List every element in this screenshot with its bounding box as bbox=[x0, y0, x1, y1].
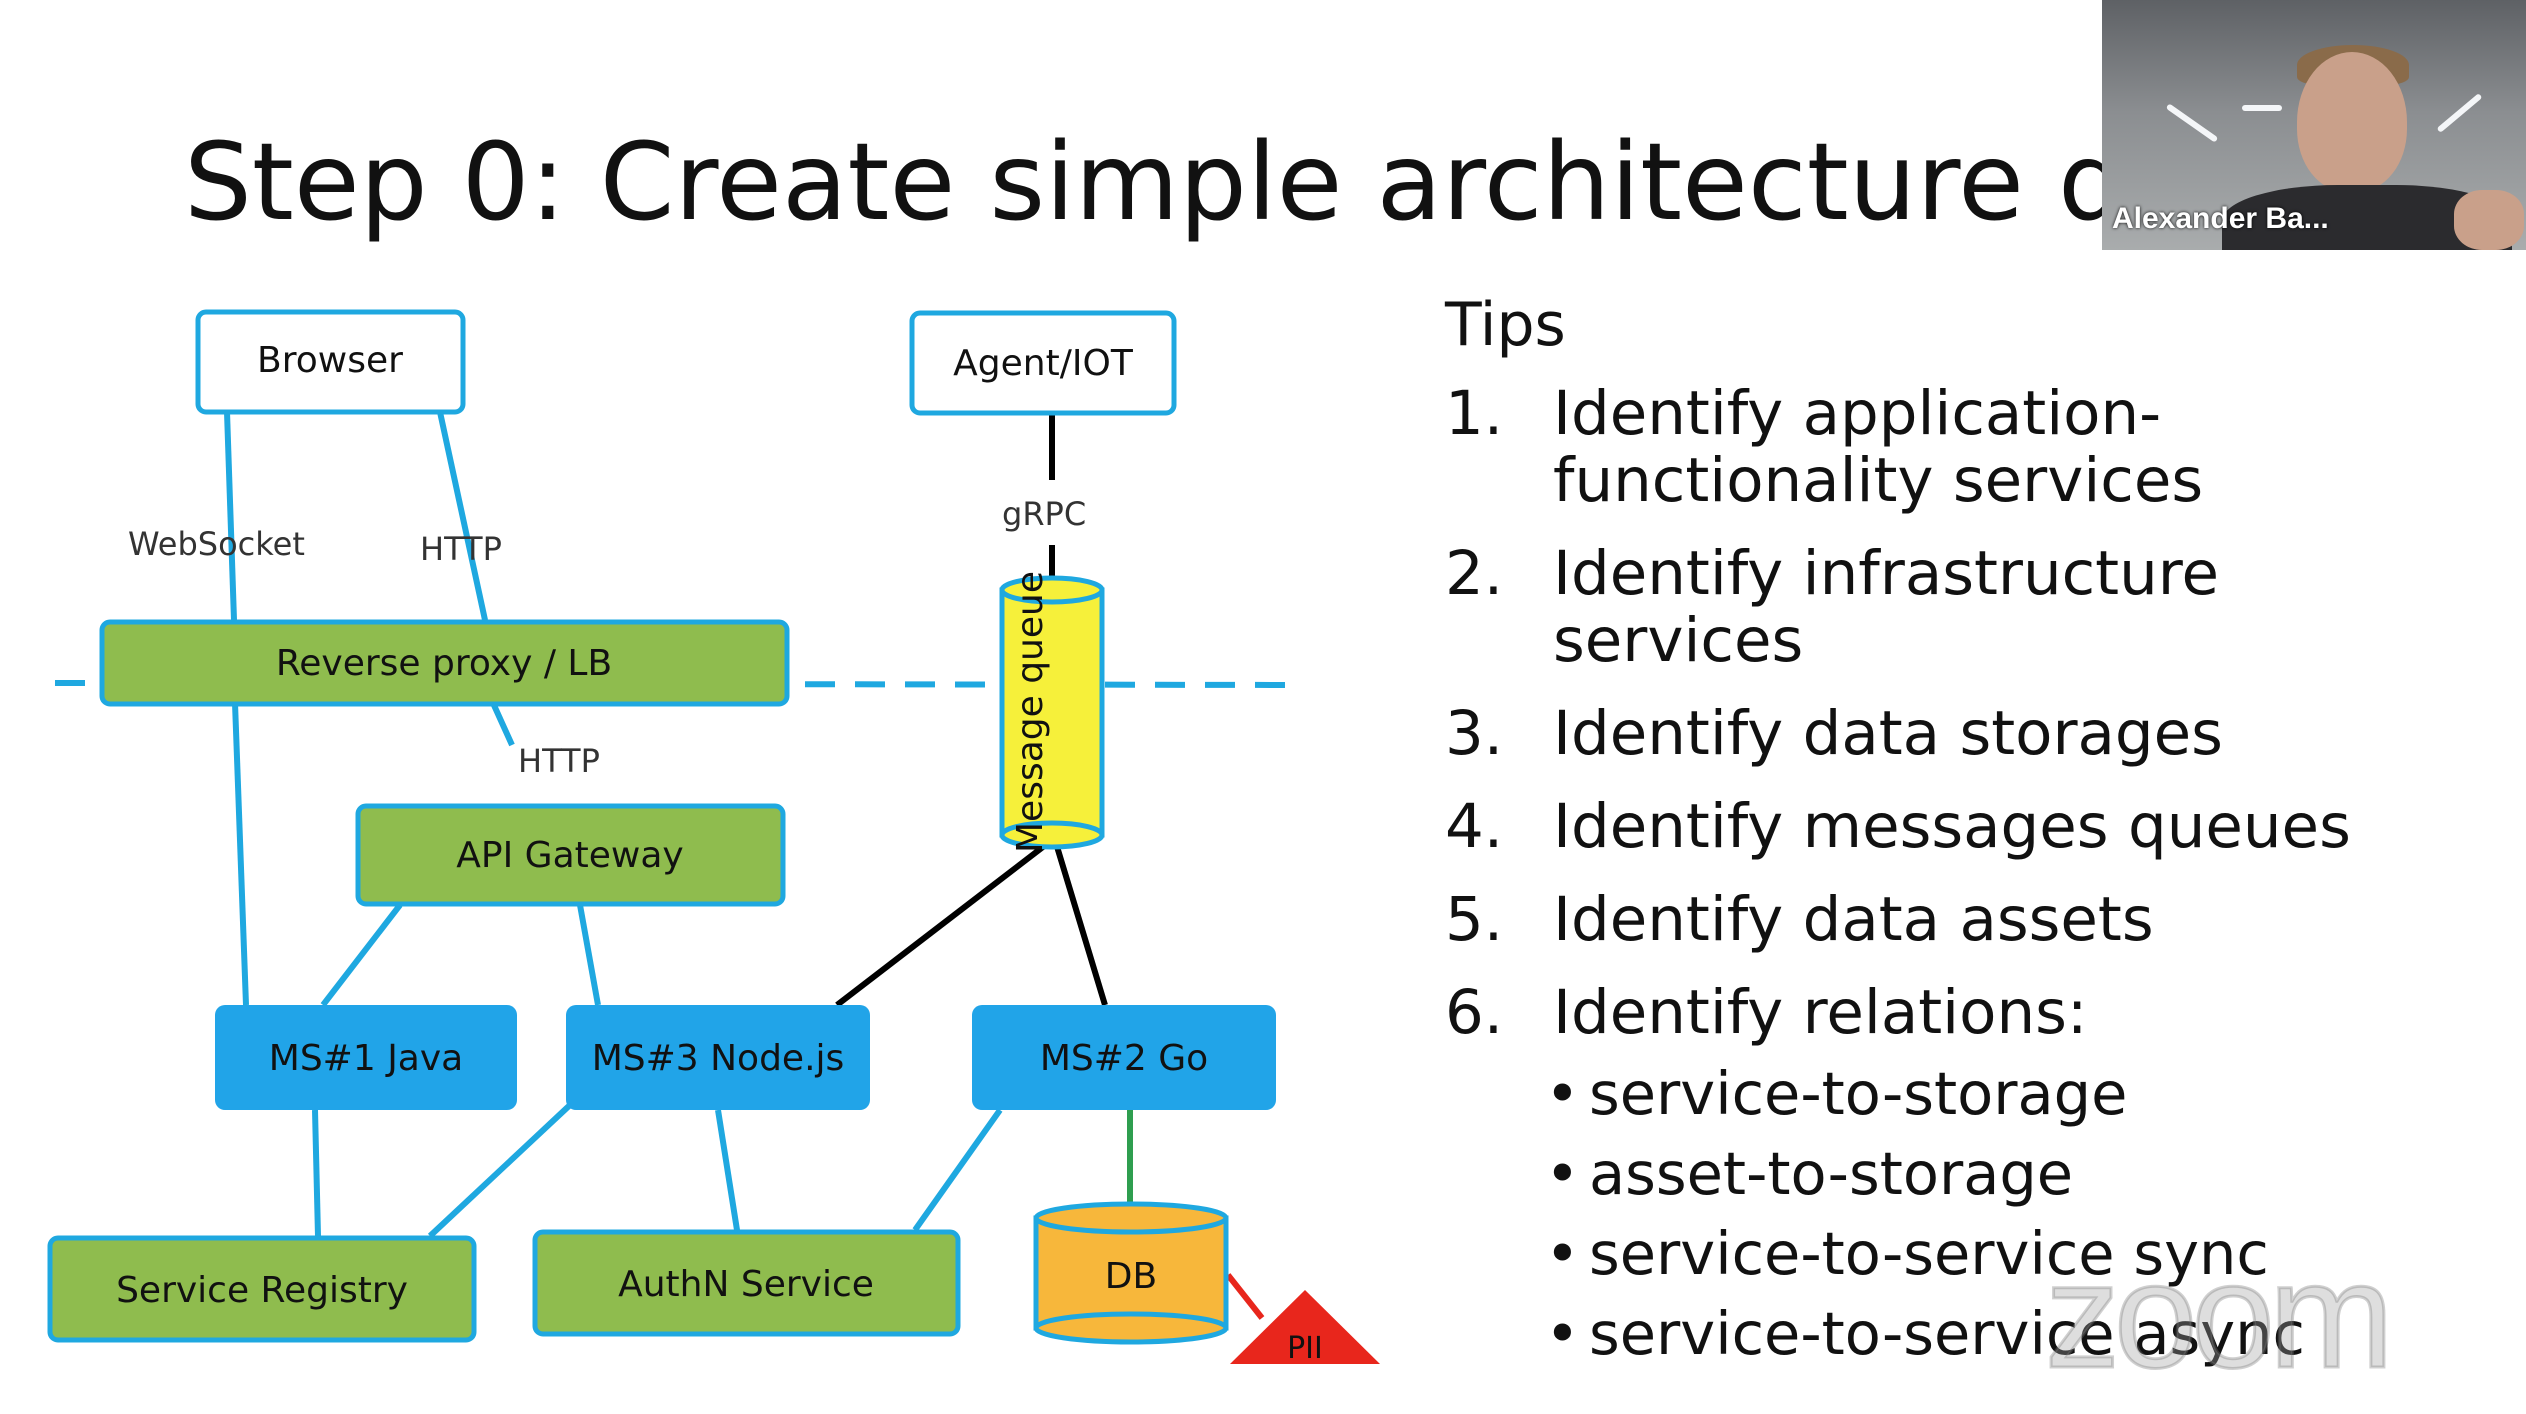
svg-text:MS#1 Java: MS#1 Java bbox=[269, 1038, 463, 1079]
tip-subitem-text: asset-to-storage bbox=[1589, 1139, 2074, 1208]
async-connections bbox=[835, 413, 1108, 1008]
api-gateway-node: API Gateway bbox=[355, 803, 786, 907]
websocket-label: WebSocket bbox=[128, 525, 305, 563]
tip-text: Identify infrastructure services bbox=[1553, 538, 2220, 676]
ceiling-light bbox=[2165, 103, 2219, 143]
zoom-watermark-logo: zoom bbox=[2044, 1231, 2396, 1399]
ms1-java-node: MS#1 Java bbox=[215, 1005, 517, 1110]
tips-heading: Tips bbox=[1445, 290, 1566, 360]
tip-subitem-text: service-to-storage bbox=[1589, 1059, 2128, 1128]
http-top-label: HTTP bbox=[420, 530, 502, 568]
svg-text:API Gateway: API Gateway bbox=[456, 835, 683, 876]
tip-text: Identify data storages bbox=[1553, 698, 2223, 769]
grpc-label: gRPC bbox=[1002, 495, 1086, 533]
tip-number: 6. bbox=[1445, 977, 1504, 1048]
tip-number: 2. bbox=[1445, 538, 1504, 609]
tip-number: 1. bbox=[1445, 378, 1504, 449]
db-node: DB bbox=[1033, 1201, 1229, 1345]
tip-text: Identify messages queues bbox=[1553, 791, 2351, 862]
ceiling-light bbox=[2242, 105, 2282, 111]
tip-number: 4. bbox=[1445, 791, 1504, 862]
tip-subitem: • service-to-service sync bbox=[1445, 1214, 2475, 1294]
svg-text:DB: DB bbox=[1105, 1256, 1157, 1297]
agent-iot-node: Agent/IOT bbox=[909, 310, 1177, 416]
ceiling-light bbox=[2436, 93, 2483, 133]
tips-list: 1. Identify application-functionality se… bbox=[1445, 380, 2475, 1374]
tip-number: 3. bbox=[1445, 698, 1504, 769]
participant-hand bbox=[2454, 190, 2524, 250]
tip-subitem-text: service-to-service async bbox=[1589, 1299, 2305, 1368]
authn-service-node: AuthN Service bbox=[532, 1229, 961, 1337]
svg-text:Reverse proxy / LB: Reverse proxy / LB bbox=[276, 643, 612, 684]
tip-number: 5. bbox=[1445, 884, 1504, 955]
tip-subitem: • asset-to-storage bbox=[1445, 1134, 2475, 1214]
svg-text:MS#2 Go: MS#2 Go bbox=[1040, 1038, 1208, 1079]
tip-item: 1. Identify application-functionality se… bbox=[1445, 380, 2475, 514]
tip-text: Identify data assets bbox=[1553, 884, 2154, 955]
participant-name: Alexander Ba... bbox=[2112, 202, 2329, 235]
tip-text: Identify relations: bbox=[1553, 977, 2088, 1048]
svg-text:Browser: Browser bbox=[257, 340, 403, 381]
browser-node: Browser bbox=[195, 309, 466, 415]
sync-connections bbox=[224, 411, 1003, 1239]
tip-subitem-text: service-to-service sync bbox=[1589, 1219, 2269, 1288]
service-registry-node: Service Registry bbox=[47, 1235, 477, 1343]
tip-item: 3. Identify data storages bbox=[1445, 700, 2475, 767]
pii-asset-node: PII bbox=[1230, 1290, 1380, 1366]
tip-text: Identify application-functionality servi… bbox=[1553, 378, 2204, 516]
svg-text:MS#3 Node.js: MS#3 Node.js bbox=[592, 1038, 845, 1079]
http-mid-label: HTTP bbox=[518, 742, 600, 780]
slide-title: Step 0: Create simple architecture descr… bbox=[184, 121, 2381, 245]
svg-text:AuthN Service: AuthN Service bbox=[618, 1264, 874, 1305]
db-pii-connection bbox=[1225, 1273, 1265, 1320]
tip-item: 2. Identify infrastructure services bbox=[1445, 540, 2475, 674]
bullet-icon: • bbox=[1545, 1139, 1580, 1208]
bullet-icon: • bbox=[1545, 1299, 1580, 1368]
tip-item: 6. Identify relations: bbox=[1445, 979, 2475, 1046]
tip-subitem: • service-to-service async bbox=[1445, 1294, 2475, 1374]
reverse-proxy-node: Reverse proxy / LB bbox=[99, 619, 790, 707]
message-queue-label: Message queue bbox=[1010, 571, 1051, 853]
svg-text:Agent/IOT: Agent/IOT bbox=[953, 343, 1134, 384]
message-queue-node: Message queue bbox=[999, 571, 1105, 853]
tip-subitem: • service-to-storage bbox=[1445, 1054, 2475, 1134]
participant-video-thumbnail[interactable]: Alexander Ba... bbox=[2102, 0, 2526, 250]
participant-avatar bbox=[2297, 52, 2407, 192]
ms3-nodejs-node: MS#3 Node.js bbox=[566, 1005, 870, 1110]
svg-text:Service Registry: Service Registry bbox=[116, 1270, 408, 1311]
tip-item: 4. Identify messages queues bbox=[1445, 793, 2475, 860]
tip-item: 5. Identify data assets bbox=[1445, 886, 2475, 953]
bullet-icon: • bbox=[1545, 1219, 1580, 1288]
svg-text:PII: PII bbox=[1287, 1331, 1323, 1366]
ms2-go-node: MS#2 Go bbox=[972, 1005, 1276, 1110]
bullet-icon: • bbox=[1545, 1059, 1580, 1128]
